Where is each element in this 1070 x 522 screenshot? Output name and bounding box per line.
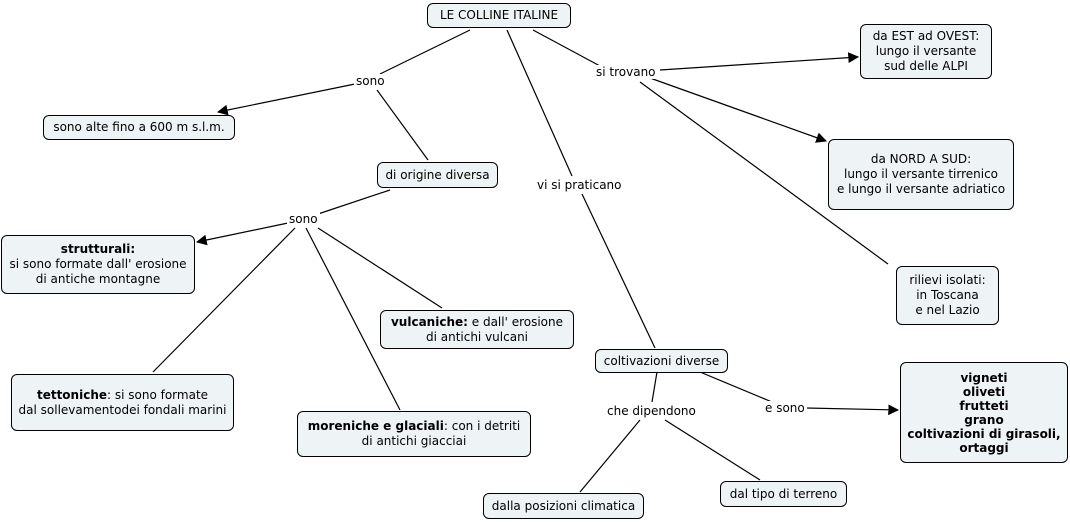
node-coltivazioni-text: coltivazioni diverse [603,353,720,368]
node-prodotti-line4: grano [964,412,1004,427]
node-est-ovest-line1: da EST ad OVEST: [872,29,980,43]
node-prodotti[interactable]: vigneti oliveti frutteti grano coltivazi… [900,362,1068,463]
edge-dipendono-climatica [579,419,641,493]
node-nord-sud[interactable]: da NORD A SUD: lungo il versante tirreni… [828,139,1014,210]
label-si-trovano: si trovano [594,65,658,79]
edge-esono-prodotti [805,404,900,416]
node-prodotti-line3: frutteti [959,398,1009,413]
node-strutturali-line2: si sono formate dall' erosione [9,257,187,271]
label-vi-si-praticano: vi si praticano [535,178,624,192]
node-strutturali-bold: strutturali: [60,242,136,256]
node-altezza[interactable]: sono alte fino a 600 m s.l.m. [43,115,235,140]
node-moreniche-rest: : con i detriti [443,419,521,433]
node-moreniche-line2: di antichi giacciai [361,434,467,448]
node-vulcaniche[interactable]: vulcaniche: e dall' erosione di antichi … [380,310,574,349]
edge-sono-altezza [216,83,356,116]
node-nord-sud-line2: lungo il versante tirrenico [843,167,999,181]
node-prodotti-line6: ortaggi [959,440,1009,455]
label-e-sono: e sono [763,401,807,415]
node-rilievi-line1: rilievi isolati: [909,273,986,287]
edge-coltivazioni-esono [699,371,773,403]
node-nord-sud-line1: da NORD A SUD: [870,152,972,166]
node-coltivazioni[interactable]: coltivazioni diverse [595,349,728,373]
edge-coltivazioni-dipendono [651,371,658,403]
node-vulcaniche-rest: e dall' erosione [467,314,564,329]
node-root-text: LE COLLINE ITALINE [439,8,559,22]
node-climatica-text: dalla posizioni climatica [491,498,636,513]
label-sono-1: sono [354,74,387,88]
node-est-ovest[interactable]: da EST ad OVEST: lungo il versante sud d… [860,24,992,79]
node-root[interactable]: LE COLLINE ITALINE [427,3,571,28]
node-rilievi-line3: e nel Lazio [915,303,980,317]
node-strutturali-line3: di antiche montagne [35,272,161,286]
edge-origine-sono2 [317,189,391,215]
node-nord-sud-line3: e lungo il versante adriatico [836,182,1006,196]
edge-praticano-coltivazioni [581,193,656,349]
node-prodotti-line1: vigneti [960,370,1008,385]
node-origine-text: di origine diversa [385,167,490,182]
edge-sono2-vulcaniche [317,227,443,309]
edge-root-praticano [506,29,573,177]
edge-trovano-nordsud [649,77,828,143]
node-climatica[interactable]: dalla posizioni climatica [483,493,644,519]
node-terreno[interactable]: dal tipo di terreno [720,481,847,507]
edge-sono2-moreniche [305,227,401,411]
node-terreno-text: dal tipo di terreno [729,486,838,501]
node-vulcaniche-line2: di antichi vulcani [425,329,529,344]
node-tettoniche-bold: tettoniche [36,387,107,402]
node-tettoniche[interactable]: tettoniche: si sono formate dal sollevam… [11,374,234,431]
node-origine[interactable]: di origine diversa [377,162,498,188]
edge-root-sono [379,29,471,75]
node-est-ovest-line2: lungo il versante [875,44,977,58]
node-tettoniche-line2: dal sollevamentodei fondali marini [18,402,227,417]
edge-dipendono-terreno [664,419,761,481]
edge-sono2-strutturali [195,222,289,246]
node-prodotti-line5: coltivazioni di girasoli, [907,426,1061,441]
node-moreniche-bold: moreniche e glaciali [307,419,444,433]
edge-trovano-rilievi [639,81,889,265]
node-prodotti-line2: oliveti [962,384,1006,399]
label-che-dipendono: che dipendono [605,404,698,418]
node-rilievi[interactable]: rilievi isolati: in Toscana e nel Lazio [896,266,999,325]
node-est-ovest-line3: sud delle ALPI [884,59,968,73]
edge-sono2-tettoniche [152,227,296,373]
node-strutturali[interactable]: strutturali: si sono formate dall' erosi… [1,235,195,294]
node-moreniche[interactable]: moreniche e glaciali: con i detriti di a… [297,411,531,457]
edge-sono-origine [376,89,429,161]
edge-root-trovano [532,29,601,67]
node-vulcaniche-bold: vulcaniche: [390,314,468,329]
node-altezza-text: sono alte fino a 600 m s.l.m. [53,120,225,134]
label-sono-2: sono [287,212,320,226]
node-rilievi-line2: in Toscana [916,288,979,302]
node-tettoniche-rest: : si sono formate [107,387,209,402]
edge-trovano-estovest [659,52,860,71]
